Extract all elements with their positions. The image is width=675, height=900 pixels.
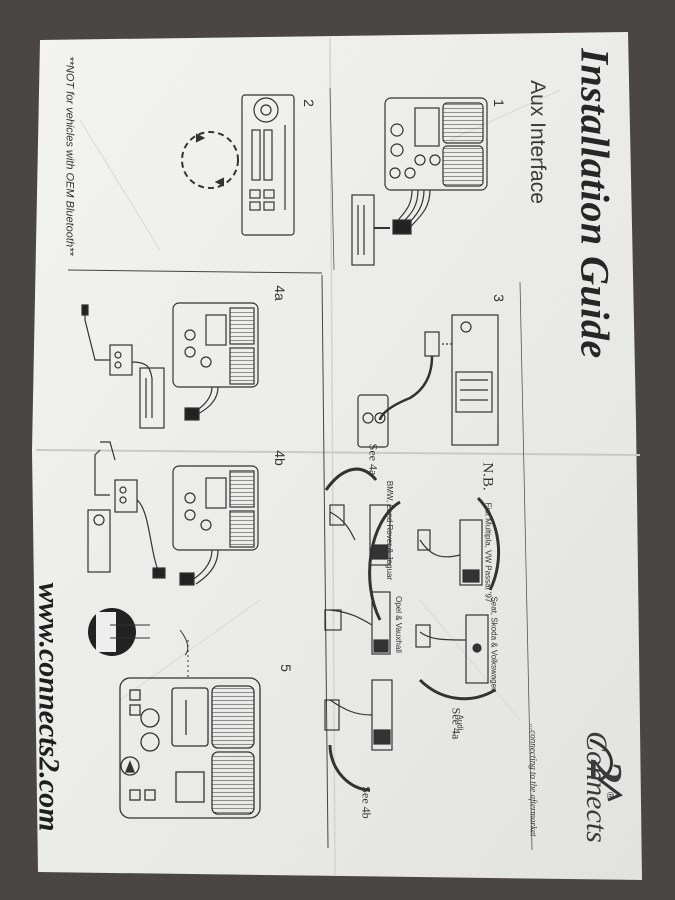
see-4b-group: See 4b — [359, 786, 374, 819]
nb-label: N.B. — [479, 462, 496, 491]
brand-logo-number: 2 — [581, 760, 632, 783]
see-4a-step3: See 4a — [366, 443, 381, 476]
step3-illustration — [357, 314, 499, 448]
panel-divider — [67, 269, 323, 274]
step-4b-number: 4b — [271, 450, 288, 466]
step-1-number: 1 — [490, 99, 507, 107]
step1-illustration — [351, 97, 488, 266]
step-3-number: 3 — [490, 294, 507, 302]
vehicle-audi-label: Audi — [455, 714, 465, 731]
panel-divider — [321, 274, 329, 849]
vehicle-bmw-label: BMW, Land Rover & Jaguar — [385, 480, 395, 581]
page-title: Installation Guide — [572, 48, 618, 359]
step-2-number: 2 — [300, 99, 317, 107]
website-url: www.connects2.com — [32, 582, 66, 832]
brand-tagline: ...connecting to the aftermarket — [528, 723, 539, 837]
paper — [32, 32, 642, 880]
brand-logo-text: Connects — [579, 731, 613, 843]
fold-crease-horizontal — [35, 449, 641, 456]
fold-crease-vertical — [329, 37, 336, 877]
step-4a-number: 4a — [271, 285, 288, 301]
oem-bluetooth-note: **NOT for vehicles with OEM Bluetooth** — [63, 56, 76, 256]
vehicle-seat-label: Seat, Skoda & Volkswagen — [489, 596, 499, 693]
page-subtitle: Aux Interface — [525, 80, 549, 204]
connects2-logo-mark — [589, 738, 623, 802]
jack-inset — [88, 608, 189, 680]
step4b-illustration — [87, 449, 259, 586]
vehicle-opel-label: Opel & Vauxhall — [393, 596, 403, 653]
nb-connectors — [324, 467, 501, 792]
step2-illustration — [181, 94, 295, 236]
step5-illustration — [119, 677, 261, 819]
vehicle-fiat-label: Fiat Multipla, VW Passat '97 — [483, 502, 493, 603]
step-5-number: 5 — [277, 664, 294, 672]
step4a-illustration — [81, 302, 259, 461]
brand-registered-mark: ® — [604, 791, 616, 800]
